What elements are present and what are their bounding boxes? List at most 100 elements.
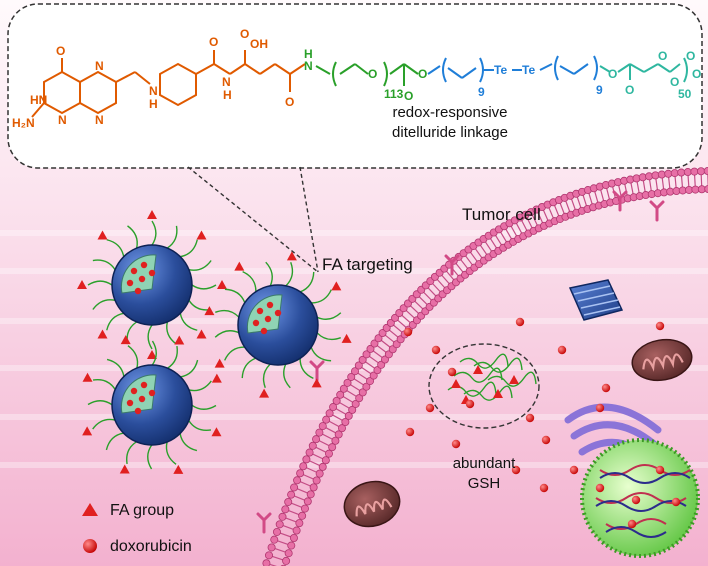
lipid-head: [275, 520, 284, 529]
encapsulated-doxorubicin: [134, 407, 142, 415]
fa-triangle: [174, 335, 185, 345]
peg-corona-chain: [151, 220, 157, 246]
lipid-head: [664, 169, 673, 178]
legend-fa-triangle-icon: [82, 503, 98, 516]
pcl-chain: [599, 57, 688, 83]
lipid-head: [289, 533, 298, 542]
callout-pointer-right: [299, 166, 319, 273]
folate-label-n3: N: [58, 113, 67, 127]
encapsulated-doxorubicin: [140, 261, 148, 269]
lipid-head: [292, 526, 301, 535]
peg-corona-chain: [151, 340, 157, 366]
te-label-te1: Te: [494, 63, 507, 77]
lipid-head: [303, 497, 312, 506]
peg-corona-chain: [166, 225, 178, 249]
lipid-head: [312, 435, 321, 444]
encapsulated-doxorubicin: [148, 389, 156, 397]
lipid-head: [355, 394, 364, 403]
peg-corona-chain: [215, 309, 240, 318]
released-fa-triangle: [493, 389, 503, 398]
folate-label-n1: N: [95, 59, 104, 73]
doxorubicin-dot: [403, 327, 413, 337]
te-label-n-left: 9: [478, 85, 485, 99]
peg-corona-chain: [300, 271, 315, 293]
ditelluride-chain: [427, 55, 598, 83]
peg-corona-chain: [214, 330, 240, 338]
glu-label-o-acid: O: [240, 27, 249, 41]
peg-corona-chain: [126, 441, 137, 465]
lipid-head: [324, 449, 333, 458]
lipid-head: [305, 448, 314, 457]
encapsulated-doxorubicin: [130, 267, 138, 275]
folate-label-h: H: [149, 97, 158, 111]
released-chain: [473, 357, 523, 373]
lipid-head: [362, 382, 371, 391]
lipid-head: [373, 366, 382, 375]
peg-corona-chain: [188, 380, 212, 392]
proteasome: [568, 279, 624, 321]
peg-corona-chain: [92, 418, 116, 430]
lipid-head: [377, 360, 386, 369]
peg-label-o: O: [368, 67, 377, 81]
doxorubicin-dot: [569, 465, 579, 475]
peg-corona-chain: [283, 363, 291, 389]
peg-corona-chain: [127, 225, 138, 249]
receptor-2: [612, 190, 628, 212]
legend-dox-circle-icon: [83, 539, 97, 553]
nucleus: [580, 438, 700, 558]
released-chain: [463, 385, 513, 401]
encapsulated-doxorubicin: [274, 309, 282, 317]
lipid-head: [344, 411, 353, 420]
lipid-head: [348, 405, 357, 414]
released-polymer-chains: [447, 353, 537, 404]
peg-corona-chain: [92, 299, 116, 310]
peg-corona-chain: [241, 357, 256, 379]
encapsulated-doxorubicin: [266, 301, 274, 309]
lipid-head: [296, 469, 305, 478]
lipid-head: [366, 377, 375, 386]
lipid-head: [378, 329, 387, 338]
doxorubicin-dot: [627, 519, 637, 529]
lipid-head: [670, 169, 679, 178]
doxorubicin-dot: [541, 435, 551, 445]
caption-line-1: redox-responsive: [392, 104, 507, 121]
peg-chain: [315, 61, 419, 87]
receptor-3: [649, 200, 665, 222]
doxorubicin-dot: [425, 403, 435, 413]
peg-corona-chain: [127, 345, 139, 369]
fa-triangle: [204, 306, 215, 316]
doxorubicin-dot: [595, 403, 605, 413]
lipid-head: [683, 168, 692, 177]
lipid-head: [690, 167, 699, 176]
doxorubicin-dot: [511, 465, 521, 475]
fa-triangle: [119, 464, 130, 474]
peg-corona-chain: [106, 312, 124, 331]
nucleus-envelope: [580, 438, 700, 558]
lipid-head: [350, 367, 359, 376]
peg-corona-chain: [92, 259, 116, 271]
folate-receptors: [256, 190, 665, 534]
lipid-head: [318, 462, 327, 471]
lipid-head: [339, 384, 348, 393]
lipid-head: [382, 323, 391, 332]
doxorubicin-dot: [451, 439, 461, 449]
pcl-label-o1: O: [608, 67, 617, 81]
peg-corona-chain: [87, 280, 113, 286]
peg-corona-chain: [316, 332, 341, 341]
folate-label-o: O: [56, 44, 65, 58]
peg-corona-chain: [316, 312, 342, 320]
lipid-head: [329, 403, 338, 412]
lipid-head: [677, 168, 686, 177]
lipid-head: [300, 504, 309, 513]
micelle-group: [77, 210, 352, 474]
peg-corona-chain: [188, 260, 212, 271]
lipid-head: [270, 535, 279, 544]
gsh-region: [428, 343, 540, 429]
fa-triangle: [214, 358, 225, 368]
lipid-head: [338, 424, 347, 433]
glutamate-moiety: [229, 50, 306, 92]
fa-triangle: [286, 251, 297, 261]
micelle: [77, 210, 227, 359]
receptor-5: [256, 512, 272, 534]
